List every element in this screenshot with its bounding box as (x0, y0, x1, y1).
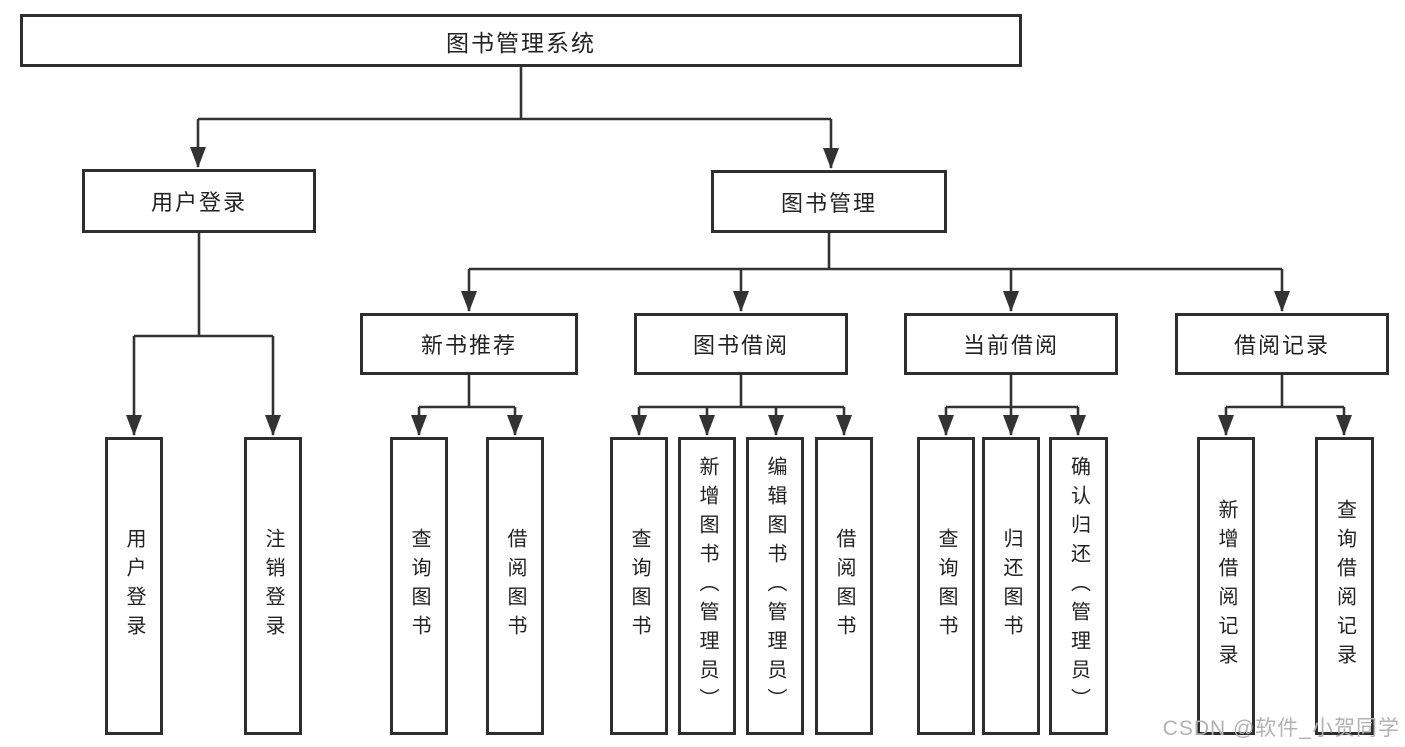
node-library-system: 图书管理系统 (20, 14, 1022, 67)
connector-book-management-split (469, 232, 1282, 271)
leaf-cb-return-books-label: 归还图书 (1000, 528, 1022, 644)
leaf-cb-query-books: 查询图书 (917, 437, 975, 735)
leaf-cb-confirm-return-admin: 确认归还（管理员） (1049, 437, 1108, 735)
leaf-br-query-record: 查询借阅记录 (1315, 437, 1374, 735)
leaf-br-query-record-label: 查询借阅记录 (1333, 499, 1356, 673)
node-book-borrow: 图书借阅 (634, 313, 848, 375)
node-borrow-records: 借阅记录 (1175, 313, 1389, 375)
leaf-nb-query-books: 查询图书 (390, 437, 448, 735)
node-new-book-recommend-label: 新书推荐 (420, 333, 517, 358)
leaf-bb-borrow-books-label: 借阅图书 (833, 528, 855, 644)
leaf-br-add-record: 新增借阅记录 (1197, 437, 1255, 735)
connector-root-split (198, 67, 831, 121)
leaf-bb-add-books-admin-label: 新增图书（管理员） (696, 455, 718, 717)
leaf-nb-borrow-books-label: 借阅图书 (504, 528, 526, 644)
node-library-system-label: 图书管理系统 (446, 29, 596, 56)
leaf-bb-query-books: 查询图书 (610, 437, 668, 735)
connector-user-login-split (134, 232, 273, 338)
leaf-bb-edit-books-admin: 编辑图书（管理员） (746, 437, 804, 735)
connector-borrow-records-split (1226, 374, 1344, 409)
connector-current-borrow-split (946, 374, 1078, 409)
leaf-logout-label: 注销登录 (262, 528, 284, 644)
connector-new-book-split (419, 374, 515, 409)
leaf-user-login: 用户登录 (105, 437, 163, 735)
leaf-br-add-record-label: 新增借阅记录 (1215, 499, 1237, 673)
leaf-logout: 注销登录 (244, 437, 302, 735)
node-book-management: 图书管理 (711, 170, 947, 233)
watermark: CSDN @软件_小贺同学 (1162, 717, 1400, 740)
leaf-user-login-label: 用户登录 (123, 528, 145, 644)
leaf-cb-return-books: 归还图书 (982, 437, 1040, 735)
leaf-cb-query-books-label: 查询图书 (935, 528, 957, 644)
leaf-bb-edit-books-admin-label: 编辑图书（管理员） (764, 455, 786, 717)
leaf-bb-borrow-books: 借阅图书 (815, 437, 873, 735)
leaf-bb-query-books-label: 查询图书 (628, 528, 650, 644)
node-book-management-label: 图书管理 (780, 190, 877, 216)
connector-book-borrow-split (639, 374, 844, 409)
node-borrow-records-label: 借阅记录 (1233, 333, 1330, 358)
node-current-borrow: 当前借阅 (904, 313, 1118, 375)
node-current-borrow-label: 当前借阅 (962, 333, 1059, 358)
leaf-nb-borrow-books: 借阅图书 (486, 437, 544, 735)
leaf-cb-confirm-return-admin-label: 确认归还（管理员） (1067, 455, 1090, 717)
node-user-login-label: 用户登录 (150, 190, 247, 215)
leaf-bb-add-books-admin: 新增图书（管理员） (678, 437, 736, 735)
node-user-login: 用户登录 (82, 169, 316, 233)
node-book-borrow-label: 图书借阅 (692, 333, 789, 358)
leaf-nb-query-books-label: 查询图书 (408, 528, 430, 644)
node-new-book-recommend: 新书推荐 (360, 313, 578, 375)
